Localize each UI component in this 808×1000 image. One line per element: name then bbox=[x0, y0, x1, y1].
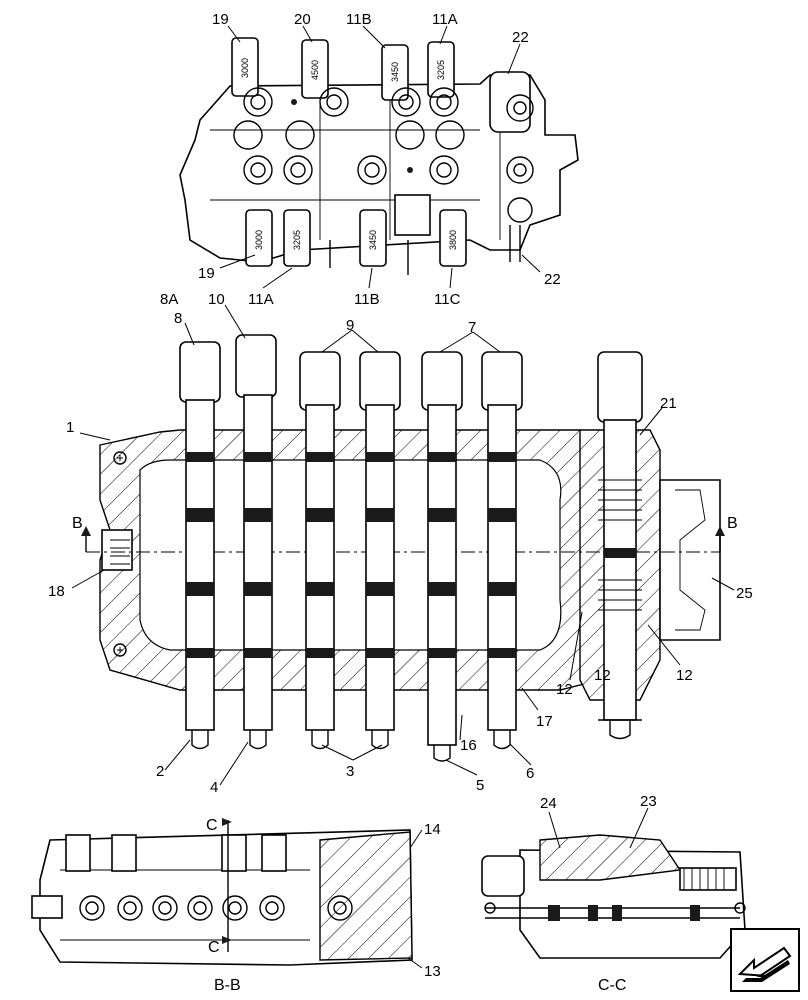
callout-12-a: 12 bbox=[556, 681, 573, 698]
section-title-cc: C-C bbox=[598, 977, 626, 994]
section-cc-view bbox=[481, 834, 746, 959]
port-circles bbox=[233, 87, 534, 223]
spool-6 bbox=[481, 351, 523, 750]
callout-11b-top: 11B bbox=[346, 11, 372, 28]
relief-valve-bot-11c: 3800 bbox=[439, 209, 467, 267]
callout-12-c: 12 bbox=[676, 667, 693, 684]
svg-text:3800: 3800 bbox=[448, 230, 458, 250]
callout-12-b: 12 bbox=[594, 667, 611, 684]
callout-9: 9 bbox=[346, 317, 354, 334]
inlet-fitting-18 bbox=[101, 529, 133, 571]
leader-lines bbox=[71, 25, 735, 969]
bb-pistons bbox=[65, 834, 353, 921]
callout-17: 17 bbox=[536, 713, 553, 730]
callout-c-top: C bbox=[206, 817, 218, 834]
callout-11a-top: 11A bbox=[432, 11, 458, 28]
svg-text:3205: 3205 bbox=[436, 60, 446, 80]
callout-11a-bottom: 11A bbox=[248, 291, 274, 308]
callout-6: 6 bbox=[526, 765, 534, 782]
relief-valve-top-19: 3000 bbox=[231, 37, 259, 97]
relief-valve-bot-11a: 3205 bbox=[283, 209, 311, 267]
svg-text:4500: 4500 bbox=[310, 60, 320, 80]
callout-c-bottom: C bbox=[208, 939, 220, 956]
callout-18: 18 bbox=[48, 583, 65, 600]
callout-22-bottom: 22 bbox=[544, 271, 561, 288]
callout-19-bottom: 19 bbox=[198, 265, 215, 282]
svg-text:3450: 3450 bbox=[368, 230, 378, 250]
callout-3: 3 bbox=[346, 763, 354, 780]
center-plate bbox=[394, 194, 431, 236]
section-title-bb: B-B bbox=[214, 977, 241, 994]
callout-labels: 19 20 11B 11A 22 19 11A 11B 11C 22 8A 8 … bbox=[48, 11, 753, 980]
callout-13: 13 bbox=[424, 963, 441, 980]
callout-22-top: 22 bbox=[512, 29, 529, 46]
relief-valve-bot-11b: 3450 bbox=[359, 209, 387, 267]
spool-end-section bbox=[597, 351, 643, 740]
callout-19-top: 19 bbox=[212, 11, 229, 28]
callout-1: 1 bbox=[66, 419, 74, 436]
port-block-22 bbox=[489, 71, 531, 133]
callout-4: 4 bbox=[210, 779, 218, 796]
svg-text:3000: 3000 bbox=[240, 58, 250, 78]
relief-valve-top-20: 4500 bbox=[301, 39, 329, 99]
arrow-down-left-icon bbox=[737, 946, 792, 982]
bb-fitting bbox=[31, 895, 63, 919]
spool-3 bbox=[299, 351, 341, 750]
relief-valve-bot-19: 3000 bbox=[245, 209, 273, 267]
callout-14: 14 bbox=[424, 821, 441, 838]
callout-8a: 8A bbox=[160, 291, 178, 308]
callout-20-top: 20 bbox=[294, 11, 311, 28]
callout-21: 21 bbox=[660, 395, 677, 412]
callout-8: 8 bbox=[174, 310, 182, 327]
navigation-button[interactable] bbox=[730, 928, 800, 992]
relief-valve-top-11b: 3450 bbox=[381, 44, 409, 101]
callout-b-right: B bbox=[727, 515, 738, 532]
svg-text:3000: 3000 bbox=[254, 230, 264, 250]
svg-text:3450: 3450 bbox=[390, 62, 400, 82]
callout-11b-bottom: 11B bbox=[354, 291, 380, 308]
callout-24: 24 bbox=[540, 795, 557, 812]
callout-16: 16 bbox=[460, 737, 477, 754]
spool-4 bbox=[359, 351, 401, 750]
callout-23: 23 bbox=[640, 793, 657, 810]
main-section-view bbox=[81, 334, 725, 762]
top-view: 3000 4500 3450 3205 bbox=[179, 37, 579, 275]
spool-5 bbox=[421, 351, 463, 762]
callout-b-left: B bbox=[72, 515, 83, 532]
svg-text:3205: 3205 bbox=[292, 230, 302, 250]
callout-5: 5 bbox=[476, 777, 484, 794]
callout-2: 2 bbox=[156, 763, 164, 780]
section-bb-view bbox=[31, 818, 413, 966]
callout-7: 7 bbox=[468, 319, 476, 336]
callout-11c-bottom: 11C bbox=[434, 291, 461, 308]
spool-1 bbox=[179, 341, 221, 750]
cc-port bbox=[481, 855, 525, 897]
spool-2 bbox=[235, 334, 277, 750]
callout-25: 25 bbox=[736, 585, 753, 602]
callout-10: 10 bbox=[208, 291, 225, 308]
